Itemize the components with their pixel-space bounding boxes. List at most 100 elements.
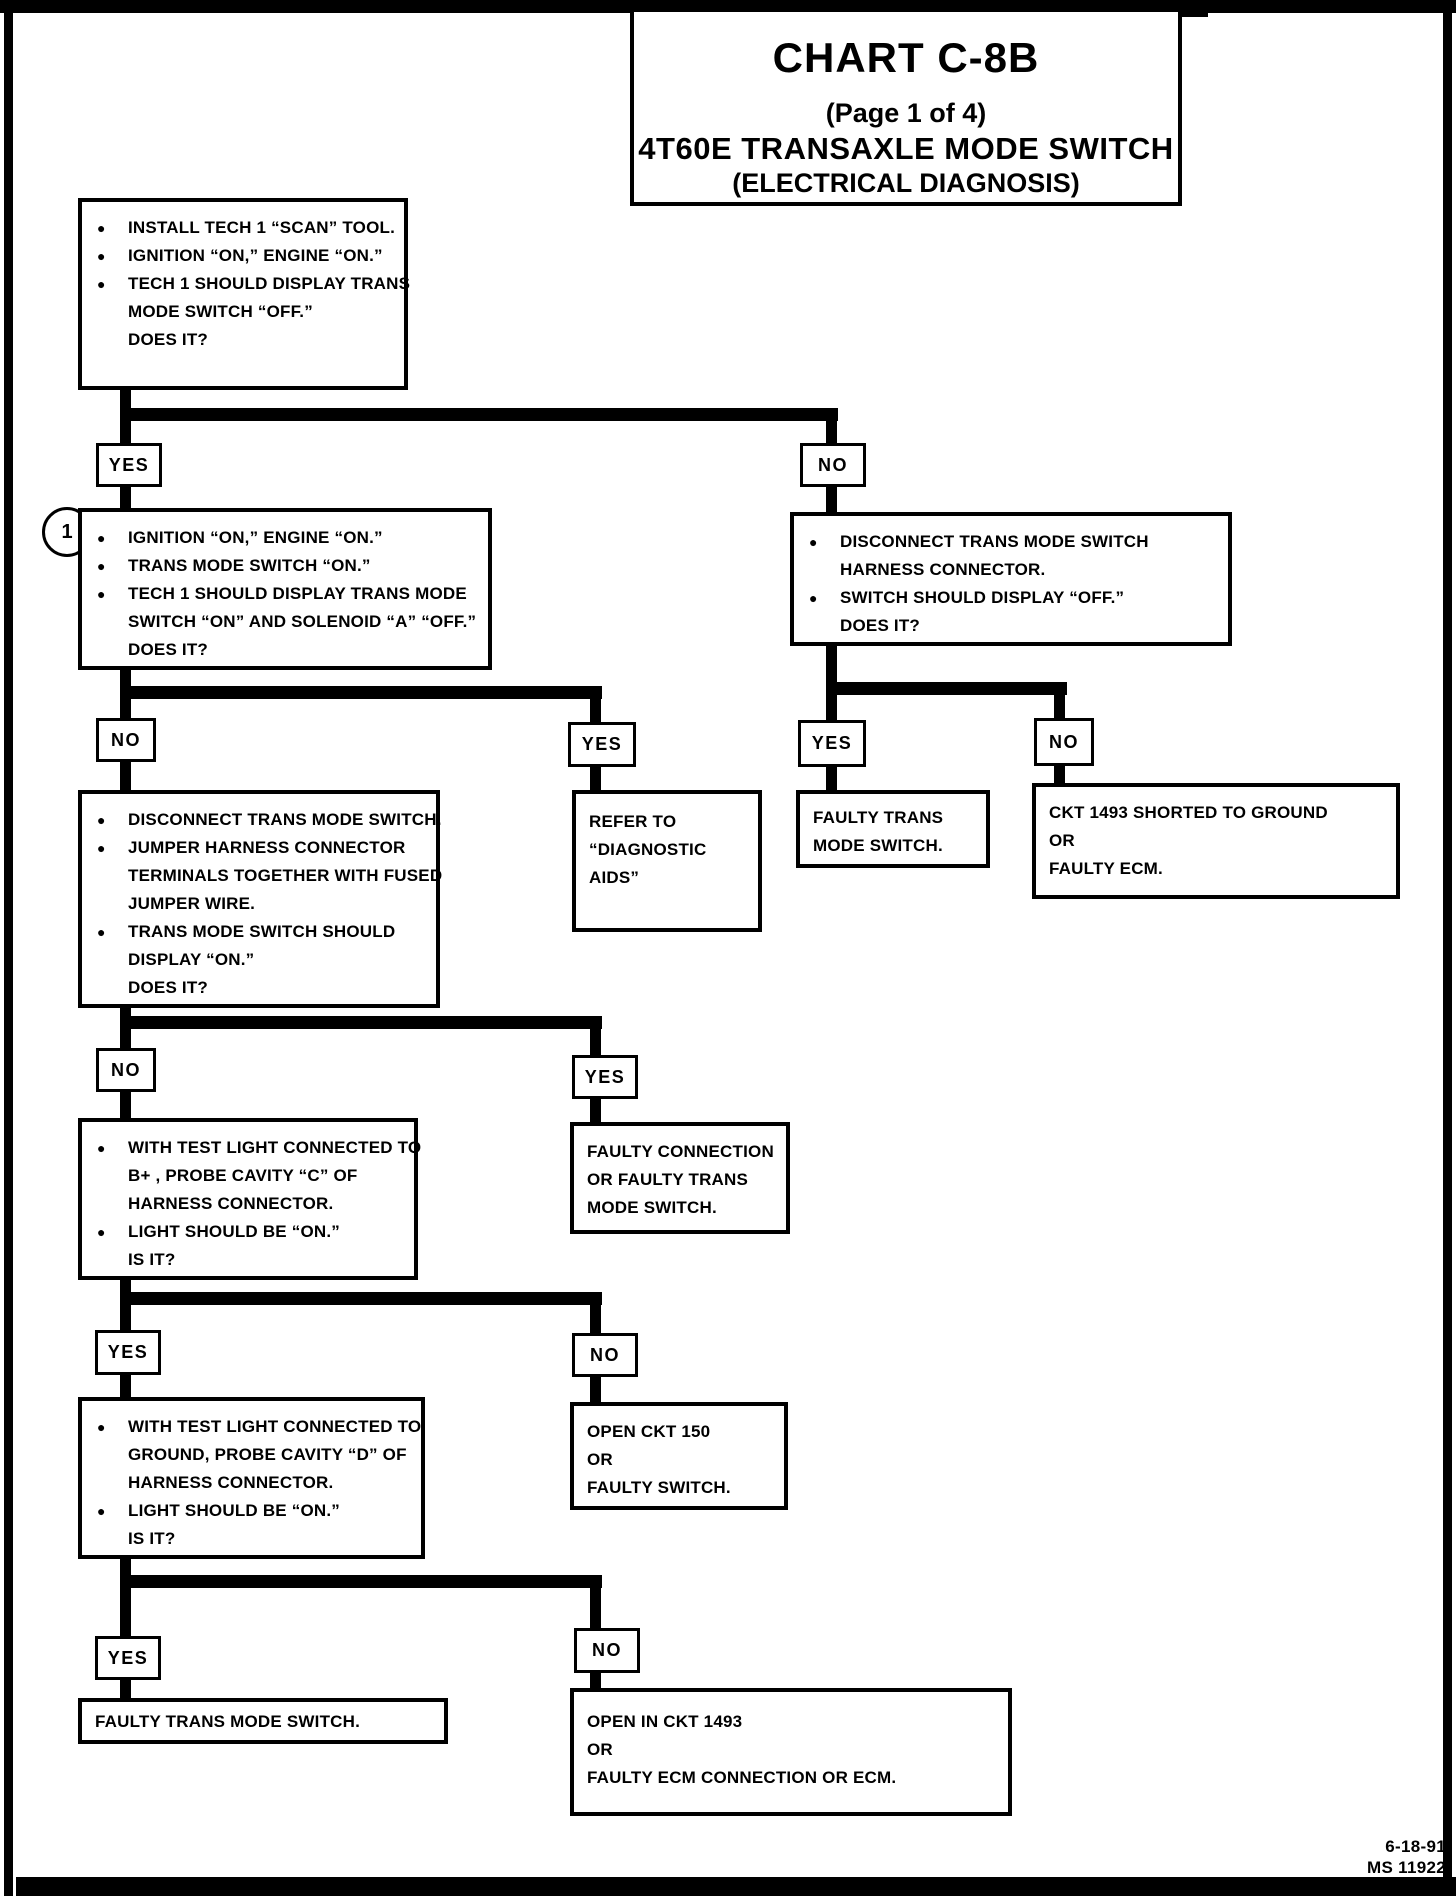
decision-label: YES [107, 1647, 149, 1668]
instruction-line: JUMPER WIRE. [128, 894, 256, 913]
flow-connector [826, 765, 837, 792]
instruction-line: TECH 1 SHOULD DISPLAY TRANS MODE [82, 580, 488, 608]
instruction-line: LIGHT SHOULD BE “ON.” [82, 1497, 421, 1525]
probe-cavity-d-box: WITH TEST LIGHT CONNECTED TO GROUND, PRO… [78, 1397, 425, 1559]
flow-connector [590, 1029, 601, 1057]
flow-connector [590, 1097, 601, 1124]
instruction-line: TECH 1 SHOULD DISPLAY TRANS [82, 270, 410, 298]
instruction-line: HARNESS CONNECTOR. [128, 1473, 334, 1492]
jumper-check-box: DISCONNECT TRANS MODE SWITCH. JUMPER HAR… [78, 790, 442, 1008]
chart-subtitle: (ELECTRICAL DIAGNOSIS) [732, 168, 1080, 198]
instruction-line: IGNITION “ON,” ENGINE “ON.” [82, 242, 404, 270]
refer-aids-box: REFER TO “DIAGNOSTIC AIDS” [572, 790, 762, 932]
flow-connector [826, 485, 837, 514]
decision-yes-2: YES [568, 722, 636, 767]
instruction-line: IS IT? [128, 1529, 176, 1548]
result-line: FAULTY ECM CONNECTION OR ECM. [587, 1768, 897, 1787]
disconnect-check-box: DISCONNECT TRANS MODE SWITCH HARNESS CON… [790, 512, 1232, 646]
decision-label: NO [592, 1640, 622, 1660]
flow-connector [120, 421, 131, 445]
flow-connector [120, 1090, 131, 1120]
flow-connector [120, 1006, 131, 1022]
result-line: “DIAGNOSTIC [589, 840, 707, 859]
flow-connector [826, 682, 1067, 695]
chart-title: CHART C-8B [772, 34, 1040, 81]
instruction-line: LIGHT SHOULD BE “ON.” [82, 1218, 414, 1246]
decision-yes-3: YES [798, 720, 866, 767]
decision-no-6: NO [574, 1628, 640, 1673]
instruction-line: DISCONNECT TRANS MODE SWITCH [794, 528, 1228, 556]
result-line: OR [587, 1450, 613, 1469]
decision-label: NO [818, 454, 848, 475]
instruction-line: SWITCH “ON” AND SOLENOID “A” “OFF.” [128, 612, 477, 631]
result-line: OR [1049, 831, 1075, 850]
flow-connector [120, 686, 602, 699]
flow-connector [120, 668, 131, 692]
instruction-line: B+ , PROBE CAVITY “C” OF [128, 1166, 358, 1185]
result-line: REFER TO [589, 812, 677, 831]
instruction-line: TRANS MODE SWITCH SHOULD [82, 918, 436, 946]
instruction-line: SWITCH SHOULD DISPLAY “OFF.” [794, 584, 1228, 612]
page-indicator: (Page 1 of 4) [825, 98, 987, 128]
flow-connector [120, 1588, 131, 1638]
flow-connector [826, 421, 837, 445]
decision-no-5: NO [572, 1333, 638, 1377]
flow-connector [120, 1373, 131, 1399]
instruction-line: WITH TEST LIGHT CONNECTED TO [82, 1413, 421, 1441]
flow-connector [120, 1278, 131, 1298]
flow-connector [826, 644, 837, 688]
flow-connector [590, 699, 601, 724]
instruction-line: HARNESS CONNECTOR. [840, 560, 1046, 579]
result-line: FAULTY CONNECTION [587, 1142, 774, 1161]
result-line: OR FAULTY TRANS [587, 1170, 749, 1189]
decision-yes-5: YES [95, 1330, 161, 1375]
instruction-line: IS IT? [128, 1250, 176, 1269]
title-box: CHART C-8B (Page 1 of 4) 4T60E TRANSAXLE… [630, 8, 1182, 206]
bottom-border-bar [16, 1877, 1456, 1896]
ckt1493-shorted-box: CKT 1493 SHORTED TO GROUND OR FAULTY ECM… [1032, 783, 1400, 899]
decision-no-2: NO [96, 718, 156, 762]
instruction-line: IGNITION “ON,” ENGINE “ON.” [82, 524, 488, 552]
result-line: FAULTY ECM. [1049, 859, 1163, 878]
result-line: FAULTY TRANS [813, 808, 944, 827]
flow-connector [120, 760, 131, 792]
decision-label: NO [111, 1059, 141, 1080]
decision-no-1: NO [800, 443, 866, 487]
result-line: AIDS” [589, 868, 640, 887]
instruction-line: JUMPER HARNESS CONNECTOR [82, 834, 436, 862]
decision-yes-6: YES [95, 1636, 161, 1680]
instruction-line: GROUND, PROBE CAVITY “D” OF [128, 1445, 407, 1464]
decision-no-4: NO [96, 1048, 156, 1092]
flow-connector [590, 1671, 601, 1690]
chart-subject: 4T60E TRANSAXLE MODE SWITCH [638, 131, 1174, 166]
instruction-line: WITH TEST LIGHT CONNECTED TO [82, 1134, 421, 1162]
instruction-line: INSTALL TECH 1 “SCAN” TOOL. [82, 214, 404, 242]
flow-connector [120, 1557, 131, 1581]
open-ckt1493-box: OPEN IN CKT 1493 OR FAULTY ECM CONNECTIO… [570, 1688, 1012, 1816]
instruction-line: DOES IT? [128, 640, 208, 659]
decision-no-3: NO [1034, 718, 1094, 766]
flow-connector [120, 386, 131, 412]
decision-label: YES [584, 1066, 626, 1087]
probe-cavity-c-box: WITH TEST LIGHT CONNECTED TO B+ , PROBE … [78, 1118, 421, 1280]
footer: 6-18-91 MS 11922 [1316, 1836, 1446, 1878]
footer-date: 6-18-91 [1385, 1837, 1446, 1856]
instruction-line: DISCONNECT TRANS MODE SWITCH. [82, 806, 441, 834]
result-line: FAULTY TRANS MODE SWITCH. [95, 1712, 361, 1731]
flow-connector [590, 1305, 601, 1335]
flow-connector [120, 1016, 602, 1029]
flow-connector [1054, 764, 1065, 785]
result-line: OPEN IN CKT 1493 [587, 1712, 743, 1731]
flow-connector [1054, 695, 1065, 720]
footer-doc-number: MS 11922 [1367, 1858, 1446, 1877]
faulty-connection-box: FAULTY CONNECTION OR FAULTY TRANS MODE S… [570, 1122, 790, 1234]
flow-connector [590, 765, 601, 792]
decision-label: YES [581, 734, 623, 754]
instruction-line: DOES IT? [128, 330, 208, 349]
check-on-box: IGNITION “ON,” ENGINE “ON.” TRANS MODE S… [78, 508, 492, 670]
flow-connector [120, 1029, 131, 1050]
flow-connector [590, 1375, 601, 1404]
faulty-switch-box-2: FAULTY TRANS MODE SWITCH. [78, 1698, 448, 1744]
flow-connector [120, 1305, 131, 1332]
